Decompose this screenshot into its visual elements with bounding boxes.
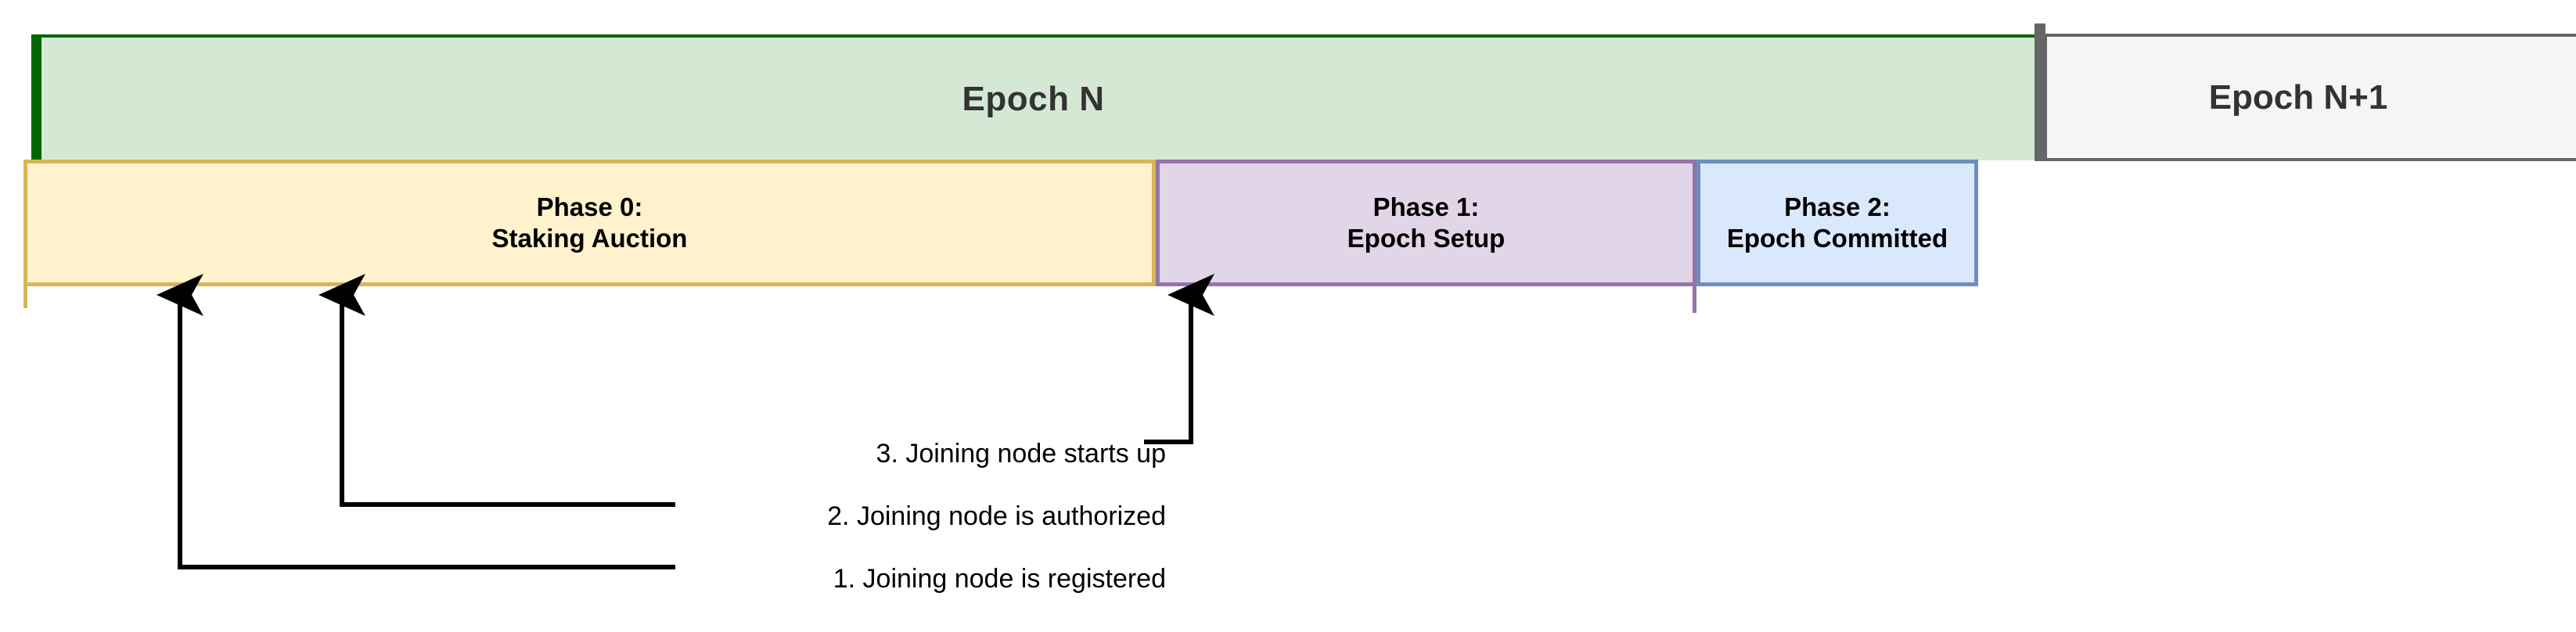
epoch-n-plus-1-bar: Epoch N+1 — [2044, 34, 2576, 161]
phase-0-title: Phase 0: — [536, 192, 643, 222]
callout-label-3: 3. Joining node starts up — [876, 439, 1166, 469]
callout-label-2: 2. Joining node is authorized — [827, 501, 1166, 531]
phase-1-title: Phase 1: — [1373, 192, 1480, 222]
phase-1-box: Phase 1: Epoch Setup — [1156, 160, 1696, 286]
phase-1-subtitle: Epoch Setup — [1347, 224, 1506, 253]
phase-2-title: Phase 2: — [1784, 192, 1891, 222]
callout-item-2: 2. Joining node is authorized — [509, 485, 1166, 548]
phase-0-left-rail — [23, 160, 27, 308]
callout-label-1: 1. Joining node is registered — [833, 564, 1166, 594]
leader-line-2 — [318, 274, 675, 507]
leader-line-1 — [157, 274, 675, 569]
leader-line-3 — [1144, 274, 1214, 444]
phase-0-subtitle: Staking Auction — [491, 224, 688, 253]
phase-0-box: Phase 0: Staking Auction — [23, 160, 1156, 286]
epoch-n-plus-1-label: Epoch N+1 — [2208, 77, 2388, 117]
callout-item-1: 1. Joining node is registered — [509, 548, 1166, 610]
epoch-n-label: Epoch N — [962, 79, 1105, 118]
phase-2-subtitle: Epoch Committed — [1726, 224, 1948, 253]
phase-2-box: Phase 2: Epoch Committed — [1696, 160, 1978, 286]
epoch-boundary-divider — [2035, 23, 2045, 161]
callout-item-3: 3. Joining node starts up — [509, 422, 1166, 485]
epoch-n-bar: Epoch N — [31, 34, 2035, 160]
phase-1-right-rail — [1693, 286, 1696, 313]
callout-label-list: 3. Joining node starts up 2. Joining nod… — [509, 422, 1166, 610]
